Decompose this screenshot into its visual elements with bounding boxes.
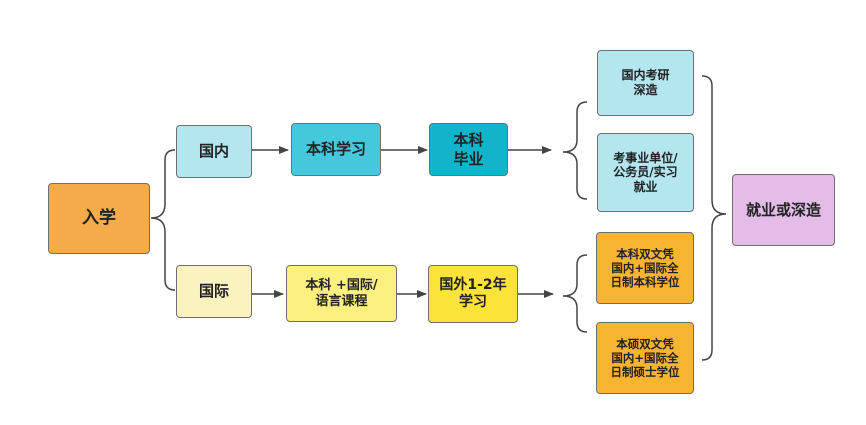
brace-international-options xyxy=(562,254,588,333)
node-domestic-study: 本科学习 xyxy=(291,123,381,176)
node-start: 入学 xyxy=(48,183,150,254)
node-job: 考事业单位/ 公务员/实习 就业 xyxy=(597,133,694,212)
brace-outcome xyxy=(701,75,727,361)
node-grad-exam: 国内考研 深造 xyxy=(597,50,694,116)
node-intl-courses: 本科 +国际/ 语言课程 xyxy=(286,265,397,322)
node-international: 国际 xyxy=(176,265,252,318)
brace-start xyxy=(150,149,176,291)
node-intl-study: 国外1-2年 学习 xyxy=(428,265,518,323)
node-master-dual: 本硕双文凭 国内+国际全 日制硕士学位 xyxy=(596,322,694,394)
node-outcome: 就业或深造 xyxy=(732,174,835,246)
node-domestic-graduate: 本科 毕业 xyxy=(429,123,508,176)
brace-domestic-options xyxy=(562,101,588,200)
node-bachelor-dual: 本科双文凭 国内+国际全 日制本科学位 xyxy=(596,232,694,304)
node-domestic: 国内 xyxy=(176,125,252,178)
